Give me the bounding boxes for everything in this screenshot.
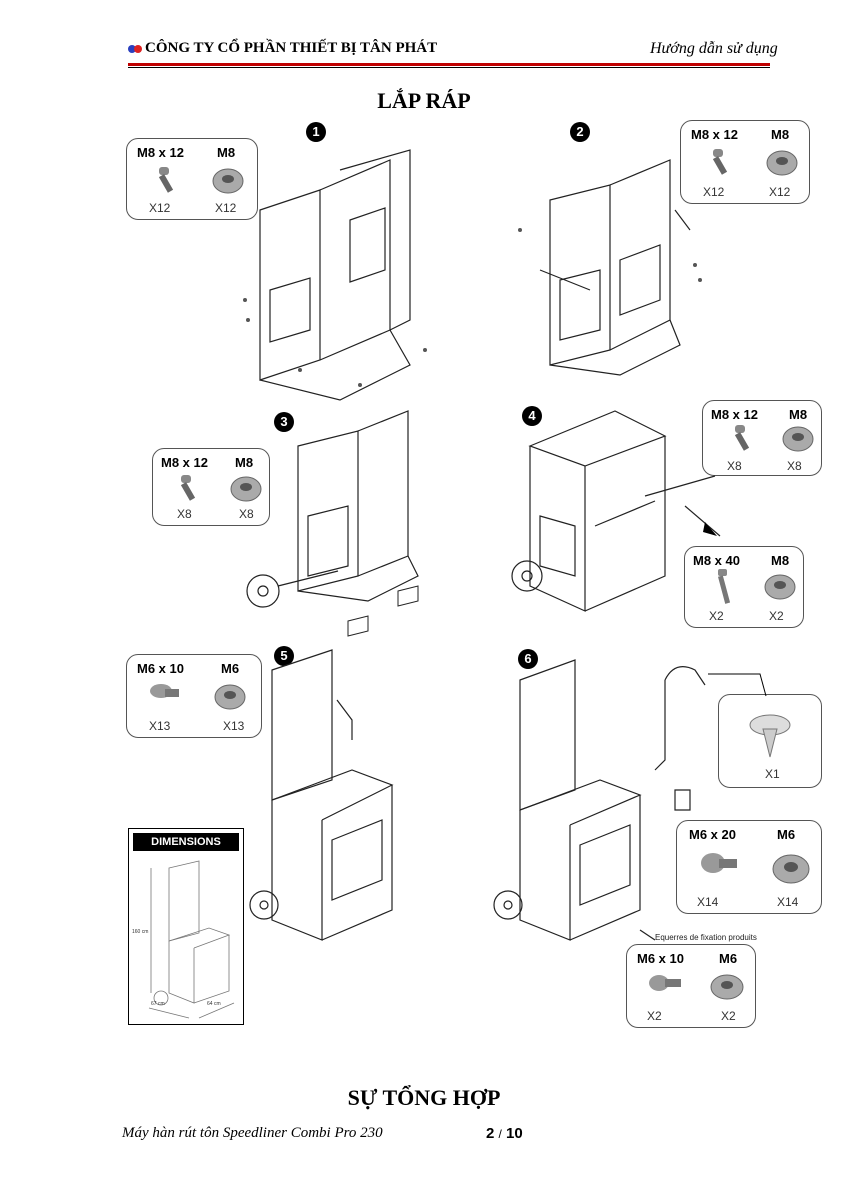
step-3-parts-box: M8 x 12 M8 X8 X8 (152, 448, 270, 526)
step-1-marker: 1 (306, 122, 326, 142)
nut-size: M6 (777, 827, 796, 842)
nut-icon (766, 150, 798, 176)
bolt-icon (649, 975, 681, 991)
step-1-parts-box: M8 x 12 M8 X12 X12 (126, 138, 258, 220)
page-title: LẮP RÁP (377, 88, 471, 113)
nut-quantity: X2 (721, 1009, 736, 1023)
section-title: SỰ TỔNG HỢP (347, 1085, 501, 1110)
clip-quantity: X1 (765, 767, 780, 781)
bolt-icon (734, 425, 750, 451)
company-logo-icon (128, 45, 142, 53)
step-2-marker: 2 (570, 122, 590, 142)
step-4-cart-handle-illustration (511, 410, 721, 612)
step-4-marker: 4 (522, 406, 542, 426)
step-6-cart-accessories-illustration (493, 659, 706, 941)
bolt-icon (712, 149, 728, 175)
nut-quantity: X8 (239, 507, 254, 521)
bolt-quantity: X2 (709, 609, 724, 623)
nut-size: M8 (789, 407, 808, 422)
bolt-icon (180, 475, 196, 501)
step-4-parts-box: M8 x 12 M8 X8 X8 (702, 400, 822, 476)
nut-icon (772, 854, 810, 884)
nut-icon (230, 476, 262, 502)
header-rule-black (128, 67, 770, 68)
bolt-size: M8 x 40 (693, 553, 740, 568)
header-rule-red (128, 63, 770, 66)
bolt-size: M6 x 20 (689, 827, 736, 842)
document-type: Hướng dẫn sử dụng (650, 40, 778, 57)
plastic-clip-icon (749, 714, 791, 758)
page-separator: / (498, 1127, 502, 1141)
step-2-parts-box: M8 x 12 M8 X12 X12 (680, 120, 810, 204)
company-name: CÔNG TY CỔ PHẦN THIẾT BỊ TÂN PHÁT (145, 40, 438, 56)
dimensions-box: DIMENSIONS 160 cm 67 cm 64 cm (128, 828, 244, 1025)
bolt-quantity: X13 (149, 719, 171, 733)
step-5-marker: 5 (274, 646, 294, 666)
step-6-clip-box: X1 (718, 694, 822, 788)
bolt-icon (701, 853, 737, 873)
clip-callout-line (708, 673, 767, 697)
dimension-height: 160 cm (132, 929, 149, 935)
nut-size: M8 (217, 145, 236, 160)
nut-icon (710, 974, 744, 1000)
nut-size: M6 (221, 661, 240, 676)
footer-product-name: Máy hàn rút tôn Speedliner Combi Pro 230 (122, 1125, 383, 1141)
step-4-long-bolt-box: M8 x 40 M8 X2 X2 (684, 546, 804, 628)
dimensions-cart-illustration (148, 860, 235, 1019)
step-2-cart-frame-illustration (518, 159, 702, 376)
nut-size: M8 (235, 455, 254, 470)
nut-icon (764, 574, 796, 600)
step-3-marker: 3 (274, 412, 294, 432)
dimension-width: 67 cm (151, 1001, 165, 1007)
bolt-quantity: X12 (703, 185, 725, 199)
nut-size: M8 (771, 127, 790, 142)
long-bolt-icon (717, 569, 731, 604)
total-pages: 10 (506, 1125, 523, 1142)
bolt-size: M8 x 12 (711, 407, 758, 422)
bolt-quantity: X14 (697, 895, 719, 909)
nut-quantity: X12 (769, 185, 791, 199)
bolt-quantity: X8 (177, 507, 192, 521)
bolt-size: M6 x 10 (637, 951, 684, 966)
nut-quantity: X2 (769, 609, 784, 623)
nut-size: M6 (719, 951, 738, 966)
bolt-size: M8 x 12 (137, 145, 184, 160)
current-page: 2 (486, 1125, 495, 1142)
step-6-small-bolt-box: M6 x 10 M6 X2 X2 (626, 944, 756, 1028)
step-5-cart-panel-illustration (249, 649, 394, 941)
bolt-size: M8 x 12 (691, 127, 738, 142)
nut-quantity: X14 (777, 895, 799, 909)
nut-quantity: X8 (787, 459, 802, 473)
nut-quantity: X13 (223, 719, 245, 733)
bolt-size: M6 x 10 (137, 661, 184, 676)
step-5-parts-box: M6 x 10 M6 X13 X13 (126, 654, 262, 738)
bolt-icon (150, 684, 179, 698)
dimension-depth: 64 cm (207, 1001, 221, 1007)
equerres-label: Equerres de fixation produits (655, 933, 757, 942)
nut-size: M8 (771, 553, 790, 568)
bolt-quantity: X12 (149, 201, 171, 215)
page-number: 2 / 10 (486, 1125, 523, 1142)
bolt-quantity: X2 (647, 1009, 662, 1023)
dimensions-heading: DIMENSIONS (133, 833, 239, 851)
step-6-marker: 6 (518, 649, 538, 669)
step-3-cart-wheel-illustration (246, 410, 419, 637)
nut-quantity: X12 (215, 201, 237, 215)
nut-icon (214, 684, 246, 710)
nut-icon (782, 426, 814, 452)
bolt-quantity: X8 (727, 459, 742, 473)
bolt-size: M8 x 12 (161, 455, 208, 470)
bolt-icon (158, 167, 174, 193)
step-1-cart-frame-illustration (243, 149, 427, 401)
nut-icon (212, 168, 244, 194)
step-6-parts-box: M6 x 20 M6 X14 X14 (676, 820, 822, 914)
